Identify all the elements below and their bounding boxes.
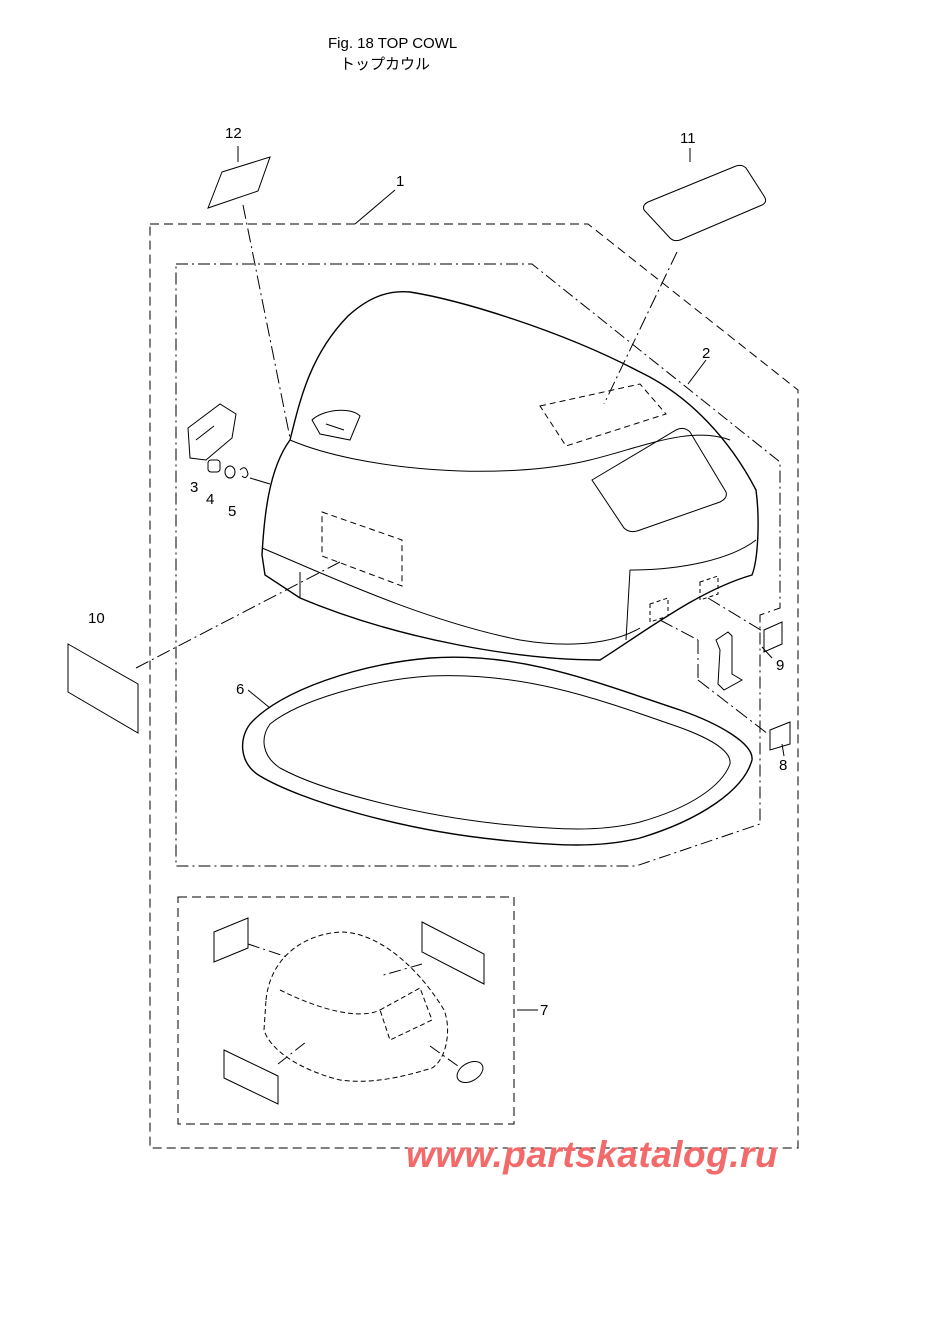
part-number-7: 7: [540, 1002, 548, 1019]
top-cowl-shape: [261, 290, 759, 661]
part-number-10: 10: [88, 610, 105, 627]
top-cowl-inner-line: [289, 434, 731, 472]
figure-title: Fig. 18 TOP COWL: [328, 35, 458, 52]
lock-plate-shape: [187, 403, 237, 461]
decal-8-shape: [769, 721, 791, 751]
part-number-12: 12: [225, 125, 242, 142]
kit-boundary-7: [177, 896, 515, 1125]
part-number-4: 4: [206, 491, 214, 508]
part-4-shape: [224, 465, 236, 479]
part-number-5: 5: [228, 503, 236, 520]
top-cowl-top-panel: [539, 383, 667, 447]
top-cowl-rear-panel-b: [699, 575, 719, 601]
top-cowl-handle: [311, 409, 361, 441]
part-number-8: 8: [779, 757, 787, 774]
assembly-boundary-2: [175, 263, 781, 867]
decal-12-shape: [207, 156, 271, 209]
kit-decal-b: [421, 921, 485, 985]
part-number-2: 2: [702, 345, 710, 362]
part-number-3: 3: [190, 479, 198, 496]
assembly-boundary-1: [149, 223, 799, 1149]
figure-header: Fig. 18 TOP COWL トップカウル: [328, 34, 457, 74]
part-5-shape: [239, 467, 249, 479]
gasket-6-inner: [263, 675, 731, 830]
top-cowl-rear-panel-a: [649, 597, 669, 623]
gasket-6-outer: [241, 656, 753, 846]
top-cowl-window: [591, 427, 727, 533]
top-cowl-lower-edge: [261, 547, 641, 645]
part-3-shape: [207, 459, 221, 473]
bracket-shape: [715, 631, 743, 691]
watermark-url: www.partskatalog.ru: [406, 1134, 779, 1175]
kit-oval: [456, 1061, 484, 1083]
top-cowl-side-panel: [321, 511, 403, 587]
figure-subtitle-japanese: トップカウル: [340, 55, 431, 73]
part-number-1: 1: [396, 173, 404, 190]
decal-11-shape: [643, 164, 767, 242]
decal-10-shape: [67, 643, 139, 734]
part-number-11: 11: [680, 130, 696, 147]
part-number-6: 6: [236, 681, 244, 698]
top-cowl-side-crease: [299, 539, 757, 641]
kit-decal-a: [213, 917, 249, 963]
kit-decal-c: [223, 1049, 279, 1105]
part-number-9: 9: [776, 657, 784, 674]
decal-9-shape: [763, 621, 783, 653]
